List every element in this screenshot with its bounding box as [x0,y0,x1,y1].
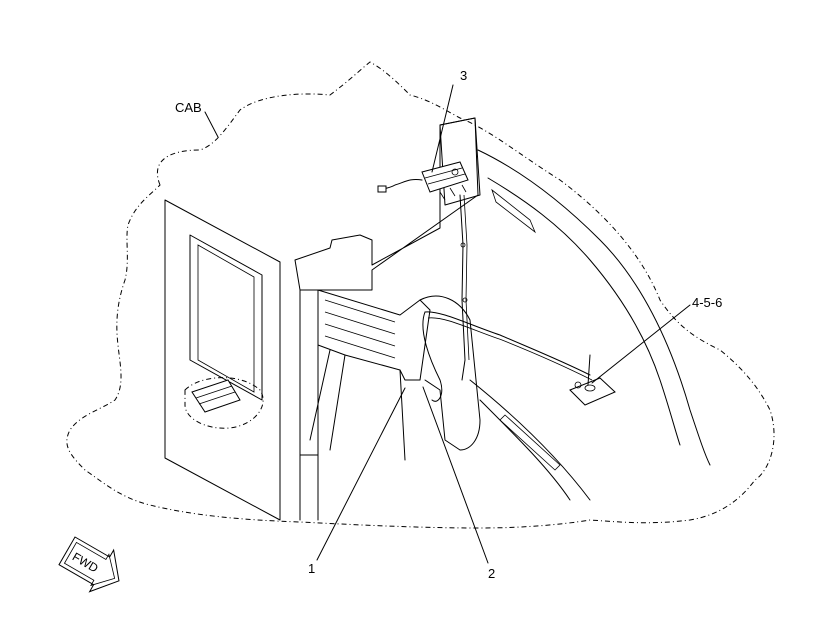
harness-loop [422,311,443,402]
harness-vertical [459,194,466,381]
dash-panel-slats [324,299,396,359]
pedal-housing [419,295,481,451]
floor-slot [499,414,561,471]
cab-column [294,117,479,291]
leader-2 [422,386,489,564]
floor-rail [469,379,591,501]
harness-horizontal-2 [427,317,593,381]
ecm-unit [184,377,264,429]
clip [462,297,468,303]
callout-1: 1 [308,561,315,576]
callout-2: 2 [488,566,495,581]
callout-456: 4-5-6 [692,295,722,310]
cab-rear-wall [164,199,281,521]
console-ledge [477,149,711,466]
leader-456 [591,304,691,384]
cab-window-frame [189,234,263,401]
controller-module [377,161,469,201]
callout-3: 3 [460,68,467,83]
leader-3 [431,84,454,173]
leader-cab [204,111,219,138]
cab-window-inner [197,244,255,393]
dash-panel [317,289,431,381]
antenna-mount [569,354,616,406]
column-face [299,289,319,521]
label-cab: CAB [175,100,202,115]
forward-arrow-icon: FWD [58,536,120,593]
cab-outline [66,61,775,529]
dash-lower [309,349,406,461]
harness-vertical-2 [463,194,470,361]
console-ledge-2 [487,177,681,446]
clip [460,242,466,248]
console-slot [491,188,536,234]
leader-1 [316,387,406,561]
harness-horizontal [424,311,591,376]
